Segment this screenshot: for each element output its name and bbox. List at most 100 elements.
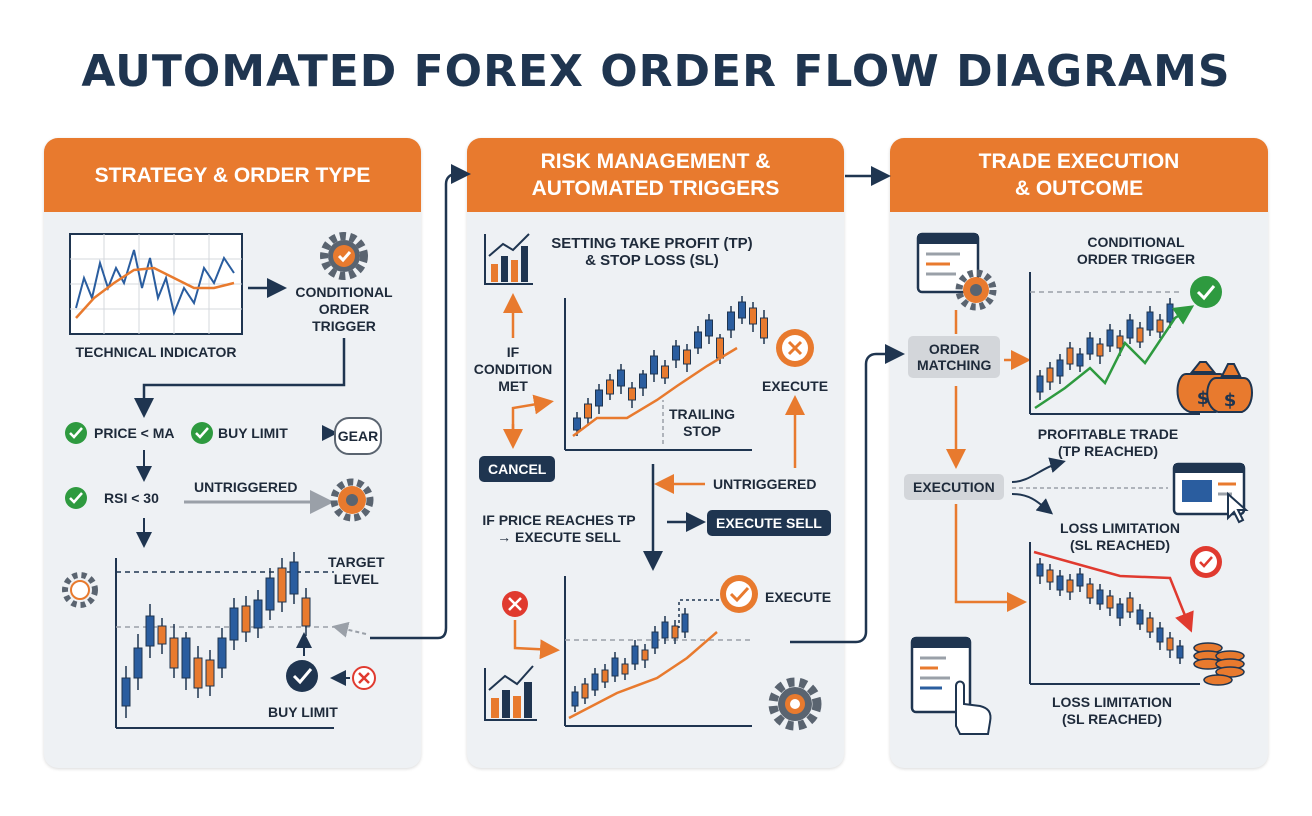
loss-limitation-label-1: LOSS LIMITATION (SL REACHED) [1059,520,1181,553]
candle [229,607,239,641]
candle [1046,569,1054,583]
candle [1126,597,1134,613]
if-price-reaches-label: IF PRICE REACHES TP → EXECUTE SELL [482,512,636,545]
check-icon [286,660,318,692]
candle [1096,343,1104,357]
execute-top-label: EXECUTE [761,378,829,394]
cancel-button[interactable]: CANCEL [479,456,556,482]
candle [1166,637,1174,651]
check-icon [1190,546,1222,578]
candle [145,615,155,647]
candle [591,673,599,691]
gear-icon [320,232,368,280]
candle [1076,353,1084,367]
candle [253,599,263,629]
candle [671,625,679,639]
candle [606,379,614,395]
candle [169,637,179,669]
execute-sell-button[interactable]: EXECUTE SELL [707,510,831,536]
candle [611,657,619,677]
conditional-trigger-label: CONDITIONAL ORDER TRIGGER [1076,234,1196,267]
money-bag-icon: $ $ [1176,361,1253,413]
candle [601,669,609,683]
candle [705,319,713,337]
candle [1176,645,1184,659]
x-icon [352,666,376,690]
candle [571,691,579,707]
candle [1156,319,1164,333]
rsi-label: RSI < 30 [104,490,159,506]
untriggered-label: UNTRIGGERED [713,476,817,492]
candlestick-chart [564,296,768,451]
trailing-stop-label: TRAILING STOP [668,406,736,439]
candle [1106,329,1114,347]
check-icon [65,487,87,509]
candlestick-chart [1029,272,1200,415]
candle [301,597,311,627]
candle [738,301,746,319]
tp-sl-label: SETTING TAKE PROFIT (TP) & STOP LOSS (SL… [551,235,753,269]
panel-strategy-graphics [62,232,382,729]
candle [681,613,689,633]
candle [1086,337,1094,355]
candle [651,631,659,649]
technical-indicator-label: TECHNICAL INDICATOR [75,344,237,360]
candle [641,649,649,661]
order-matching-box: ORDER MATCHING [908,336,1001,378]
candle [631,645,639,665]
check-icon [65,422,87,444]
candlestick-chart [1029,542,1200,685]
candle [661,621,669,639]
svg-text:$: $ [1224,390,1237,411]
gear-icon [768,677,822,731]
candle [621,663,629,675]
svg-text:$: $ [1197,388,1210,409]
candlestick-chart [115,552,344,729]
candle [573,417,581,431]
gear-icon [62,572,98,608]
check-icon [191,422,213,444]
panel-execution: TRADE EXECUTION & OUTCOME [890,138,1268,768]
candle [1086,583,1094,599]
hand-pointer-icon [955,680,992,735]
candle [205,659,215,687]
candle [628,387,636,401]
candle [241,605,251,633]
gear-label: GEAR [337,428,379,444]
indicator-chart [69,233,243,335]
gear-icon [330,478,374,522]
candle [193,657,203,689]
check-icon [720,575,758,613]
candle [157,625,167,645]
bar-chart-icon [484,665,537,721]
candle [289,561,299,595]
profitable-trade-label: PROFITABLE TRADE (TP REACHED) [1037,426,1179,459]
price-ma-label: PRICE < MA [94,425,175,441]
candle [1146,311,1154,331]
candle [217,637,227,669]
candle [1046,367,1054,383]
candle [595,389,603,407]
candle [1126,319,1134,339]
x-icon [776,329,814,367]
candle [1096,589,1104,605]
candle [1106,595,1114,609]
cursor-icon [1227,491,1249,524]
buy-limit-label: BUY LIMIT [268,704,338,720]
target-level-label: TARGET LEVEL [328,554,385,587]
conditional-trigger-label: CONDITIONAL ORDER TRIGGER [295,284,393,334]
candlestick-chart [564,576,752,727]
panel-risk-graphics [484,233,822,731]
candle [1136,609,1144,625]
candle [617,369,625,387]
candle [661,365,669,379]
candle [584,403,592,419]
candle [1036,375,1044,393]
candle [265,577,275,611]
candle [1116,335,1124,349]
candle [121,677,131,707]
page-title: AUTOMATED FOREX ORDER FLOW DIAGRAMS [81,46,1231,97]
candle [1116,603,1124,619]
panel-header: RISK MANAGEMENT & AUTOMATED TRIGGERS [467,138,844,212]
candle [1156,627,1164,643]
